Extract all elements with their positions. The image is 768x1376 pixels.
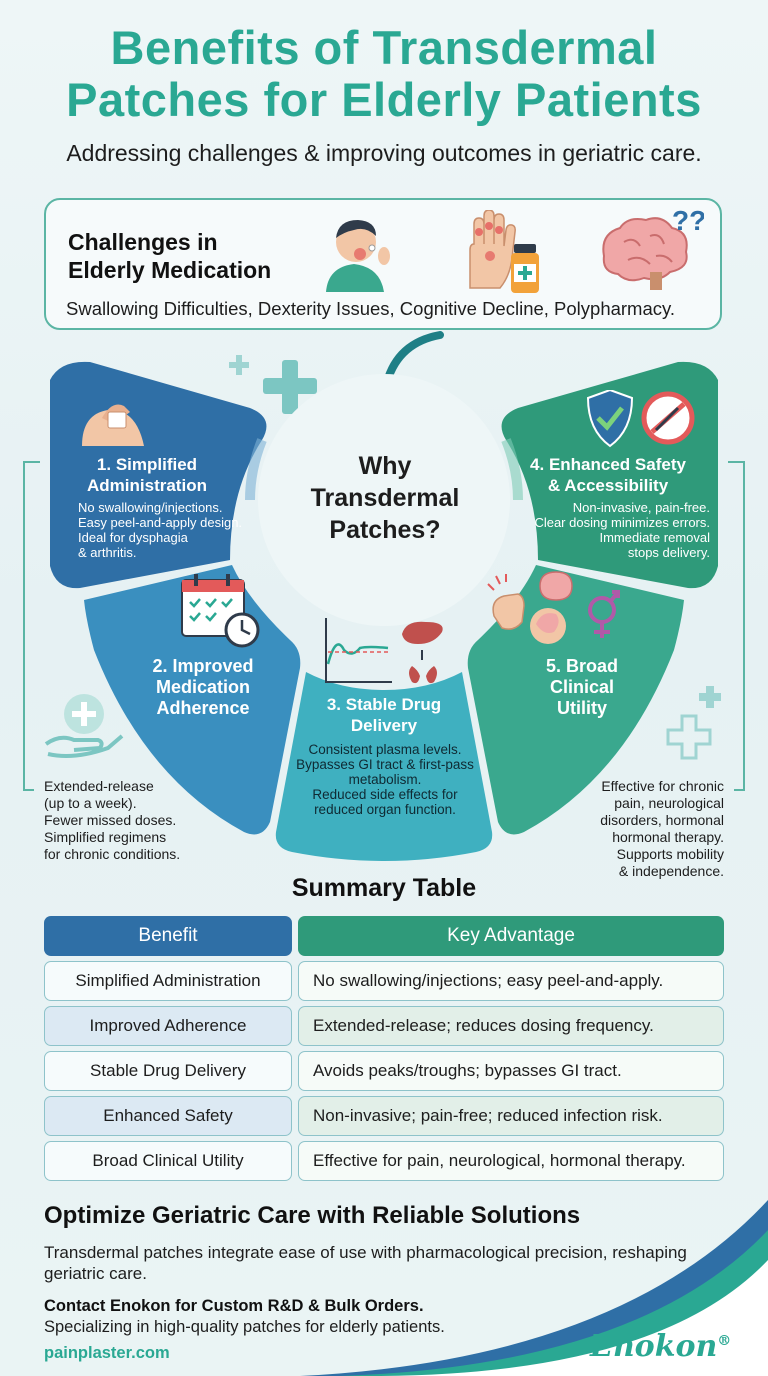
table-header-benefit: Benefit bbox=[44, 916, 292, 956]
table-row-4-benefit: Enhanced Safety bbox=[44, 1096, 292, 1136]
table-row-2-advantage: Extended-release; reduces dosing frequen… bbox=[298, 1006, 724, 1046]
shoulder-patch-icon bbox=[82, 404, 144, 446]
right-bracket bbox=[728, 461, 745, 791]
adherence-notes: Extended-release (up to a week). Fewer m… bbox=[44, 778, 181, 862]
page-title: Benefits of Transdermal Patches for Elde… bbox=[0, 22, 768, 126]
hand-care-icon bbox=[44, 694, 124, 758]
calendar-clock-icon bbox=[181, 574, 260, 648]
segment-1-label: 1. Simplified Administration bbox=[87, 455, 207, 495]
segment-1-description: No swallowing/injections. Easy peel-and-… bbox=[78, 500, 243, 560]
challenges-title-line-1: Challenges in bbox=[68, 229, 218, 255]
table-row-5-advantage: Effective for pain, neurological, hormon… bbox=[298, 1141, 724, 1181]
challenges-text: Swallowing Difficulties, Dexterity Issue… bbox=[66, 298, 676, 319]
segment-3-description: Consistent plasma levels. Bypasses GI tr… bbox=[296, 742, 474, 817]
brand-logo: Enokon® bbox=[590, 1329, 732, 1364]
wheel-center-title: Why Transdermal Patches? bbox=[310, 452, 460, 544]
arthritic-hand-icon bbox=[469, 210, 516, 289]
page-subtitle: Addressing challenges & improving outcom… bbox=[66, 140, 702, 166]
brain-question-icon: ?? bbox=[602, 208, 704, 290]
segment-3-label: 3. Stable Drug Delivery bbox=[326, 695, 442, 735]
title-line-1: Benefits of Transdermal bbox=[110, 21, 658, 74]
challenges-title: Challenges in Elderly Medication bbox=[68, 228, 328, 284]
challenges-title-line-2: Elderly Medication bbox=[68, 257, 272, 283]
clinical-utility-notes: Effective for chronic pain, neurological… bbox=[600, 778, 724, 879]
segment-broad-clinical-utility bbox=[467, 565, 684, 835]
left-bracket bbox=[23, 461, 40, 791]
segment-4-description: Non-invasive, pain-free. Clear dosing mi… bbox=[534, 500, 710, 560]
table-row-3-advantage: Avoids peaks/troughs; bypasses GI tract. bbox=[298, 1051, 724, 1091]
table-row-5-benefit: Broad Clinical Utility bbox=[44, 1141, 292, 1181]
wheel-center bbox=[258, 374, 510, 626]
table-row-1-advantage: No swallowing/injections; easy peel-and-… bbox=[298, 961, 724, 1001]
website-link[interactable]: painplaster.com bbox=[44, 1344, 170, 1362]
segment-2-label: 2. Improved Medication Adherence bbox=[152, 656, 254, 718]
challenges-panel: Challenges in Elderly Medication ?? Swal… bbox=[44, 198, 722, 330]
table-row-1-benefit: Simplified Administration bbox=[44, 961, 292, 1001]
table-header-advantage: Key Advantage bbox=[298, 916, 724, 956]
contact-title: Contact Enokon for Custom R&D & Bulk Ord… bbox=[44, 1297, 424, 1315]
segment-4-label: 4. Enhanced Safety & Accessibility bbox=[530, 455, 686, 495]
medicine-bottle-icon bbox=[511, 244, 539, 293]
summary-table-title: Summary Table bbox=[291, 874, 477, 902]
swallowing-person-icon bbox=[326, 220, 390, 292]
plasma-chart-liver-kidney-icon bbox=[325, 618, 443, 684]
title-line-2: Patches for Elderly Patients bbox=[66, 73, 702, 126]
shield-no-needle-icon bbox=[586, 390, 695, 448]
cta-text: Transdermal patches integrate ease of us… bbox=[44, 1243, 687, 1283]
medical-cross-icon bbox=[229, 355, 317, 414]
bottom-wave-decoration bbox=[300, 1200, 768, 1376]
segment-stable-drug-delivery bbox=[275, 672, 493, 861]
plus-cross-icon bbox=[666, 686, 721, 760]
svg-text:??: ?? bbox=[672, 208, 704, 236]
table-row-3-benefit: Stable Drug Delivery bbox=[44, 1051, 292, 1091]
cta-title: Optimize Geriatric Care with Reliable So… bbox=[44, 1202, 581, 1229]
contact-text: Specializing in high-quality patches for… bbox=[44, 1318, 445, 1336]
pain-brain-hormone-icon bbox=[487, 571, 620, 644]
segment-5-label: 5. Broad Clinical Utility bbox=[545, 656, 619, 718]
table-row-4-advantage: Non-invasive; pain-free; reduced infecti… bbox=[298, 1096, 724, 1136]
table-row-2-benefit: Improved Adherence bbox=[44, 1006, 292, 1046]
